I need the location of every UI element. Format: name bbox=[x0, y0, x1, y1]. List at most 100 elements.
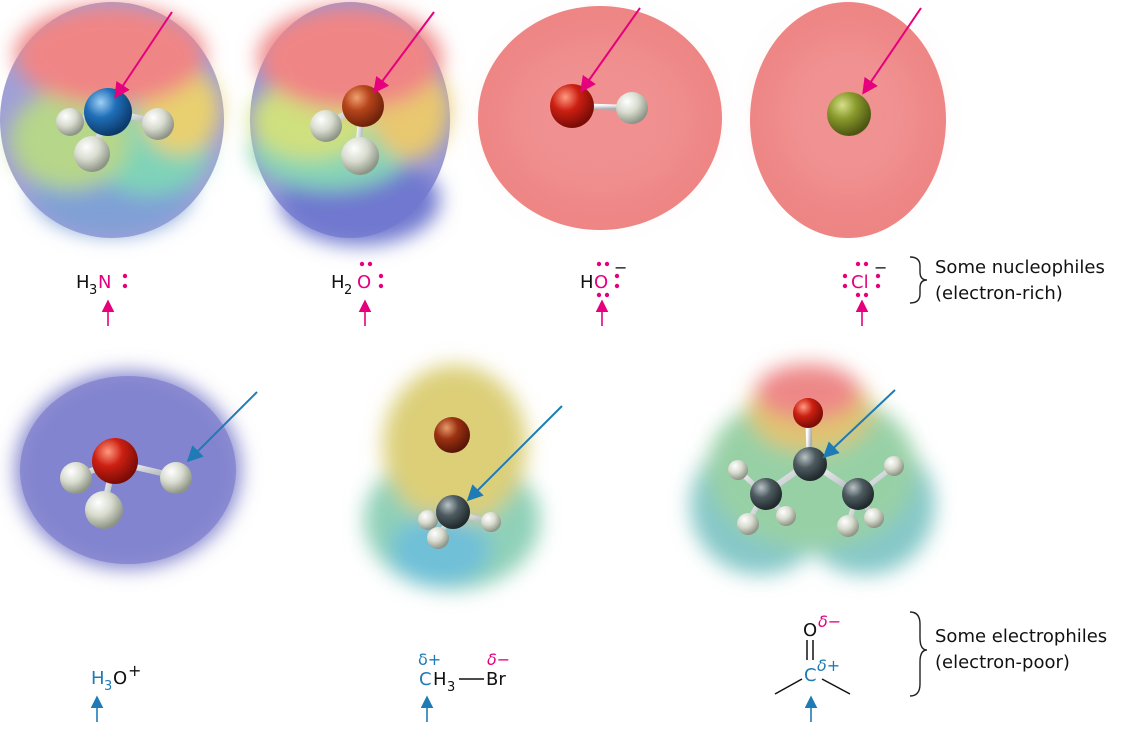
oxygen-atom bbox=[550, 84, 594, 128]
electrophiles-title: Some electrophiles bbox=[935, 626, 1108, 647]
hydroxide-potential-map bbox=[478, 6, 722, 230]
hydrogen-atom bbox=[776, 506, 796, 526]
nucleophiles-subtitle: (electron-rich) bbox=[935, 283, 1063, 304]
acetone-potential-map bbox=[690, 364, 935, 575]
formula-water: H 2 O bbox=[331, 261, 384, 326]
formula-text: H bbox=[331, 272, 345, 293]
hydrogen-atom bbox=[160, 462, 192, 494]
formula-atom: C bbox=[804, 665, 817, 686]
pointer-arrow bbox=[114, 11, 173, 99]
hydrogen-atom bbox=[341, 137, 379, 175]
lone-pair-dot bbox=[855, 261, 861, 267]
electrophiles-subtitle: (electron-poor) bbox=[935, 652, 1070, 673]
single-bond bbox=[774, 678, 803, 695]
oxygen-atom bbox=[342, 85, 384, 127]
carbon-atom bbox=[842, 478, 874, 510]
bromomethane-potential-map bbox=[364, 365, 540, 590]
formula-text: H bbox=[433, 669, 447, 690]
formula-atom: C bbox=[419, 669, 432, 690]
lone-pair-dot bbox=[604, 292, 610, 298]
hydrogen-atom bbox=[418, 510, 438, 530]
formula-subscript: 3 bbox=[104, 679, 112, 694]
hydrogen-atom bbox=[427, 527, 449, 549]
formula-hydroxide: H O − bbox=[580, 258, 627, 326]
lone-pair-dot bbox=[604, 261, 610, 267]
formula-charge: + bbox=[128, 661, 141, 680]
oxygen-atom bbox=[92, 438, 138, 484]
group-brace bbox=[909, 611, 928, 697]
formula-hydronium: H 3 O + bbox=[90, 661, 141, 722]
lone-pair-dot bbox=[842, 283, 848, 289]
formula-ammonia: H 3 N bbox=[76, 272, 128, 326]
partial-negative-label: δ− bbox=[818, 612, 841, 631]
lone-pair-dot bbox=[863, 261, 869, 267]
formula-atom: O bbox=[113, 668, 127, 689]
partial-positive-label: δ+ bbox=[817, 656, 840, 675]
pointer-arrow bbox=[580, 7, 641, 93]
formula-atom: O bbox=[357, 272, 371, 293]
formula-subscript: 2 bbox=[344, 283, 352, 298]
lone-pair-dot bbox=[842, 273, 848, 279]
ammonia-potential-map bbox=[0, 2, 224, 238]
nitrogen-atom bbox=[84, 88, 132, 136]
formula-charge: − bbox=[614, 258, 627, 277]
pointer-arrow bbox=[373, 11, 435, 94]
lone-pair-dot bbox=[367, 261, 373, 267]
hydrogen-atom bbox=[864, 508, 884, 528]
pointer-arrow bbox=[862, 7, 922, 95]
hydrogen-atom bbox=[616, 92, 648, 124]
oxygen-atom bbox=[793, 398, 823, 428]
bromine-atom bbox=[434, 417, 470, 453]
hydrogen-atom bbox=[60, 462, 92, 494]
hydrogen-atom bbox=[837, 515, 859, 537]
formula-atom: Cl bbox=[851, 272, 869, 293]
electrophiles-label: Some electrophiles (electron-poor) bbox=[935, 624, 1107, 676]
carbon-atom bbox=[750, 478, 782, 510]
lone-pair-dot bbox=[122, 273, 128, 279]
lone-pair-dot bbox=[863, 292, 869, 298]
formula-atom: Br bbox=[486, 669, 506, 690]
water-potential-map bbox=[250, 2, 450, 245]
carbon-atom bbox=[436, 495, 470, 529]
hydrogen-atom bbox=[310, 110, 342, 142]
pointer-arrow bbox=[466, 405, 563, 502]
hydrogen-atom bbox=[728, 460, 748, 480]
formula-charge: − bbox=[874, 258, 887, 277]
group-brace bbox=[909, 256, 928, 304]
chlorine-atom bbox=[827, 92, 871, 136]
lone-pair-dot bbox=[614, 283, 620, 289]
formula-acetone: O δ− C δ+ bbox=[774, 612, 851, 722]
formula-subscript: 3 bbox=[89, 283, 97, 298]
lone-pair-dot bbox=[122, 283, 128, 289]
formula-atom: O bbox=[594, 272, 608, 293]
lone-pair-dot bbox=[378, 273, 384, 279]
chloride-potential-map bbox=[750, 2, 946, 238]
partial-positive-label: δ+ bbox=[418, 650, 441, 669]
pointer-arrow bbox=[186, 391, 258, 463]
hydrogen-atom bbox=[884, 456, 904, 476]
formula-text: H bbox=[91, 668, 105, 689]
formula-atom: N bbox=[98, 272, 111, 293]
hydrogen-atom bbox=[481, 512, 501, 532]
hydrogen-atom bbox=[737, 513, 759, 535]
formula-bromomethane: δ+ δ− C H 3 Br bbox=[418, 650, 510, 722]
lone-pair-dot bbox=[614, 273, 620, 279]
lone-pair-dot bbox=[875, 273, 881, 279]
hydronium-potential-map bbox=[16, 372, 240, 568]
lone-pair-dot bbox=[875, 283, 881, 289]
formula-text: H bbox=[76, 272, 90, 293]
formula-atom: O bbox=[803, 620, 817, 641]
lone-pair-dot bbox=[378, 283, 384, 289]
carbon-atom bbox=[793, 447, 827, 481]
nucleophiles-title: Some nucleophiles bbox=[935, 257, 1105, 278]
formula-text: H bbox=[580, 272, 594, 293]
hydrogen-atom bbox=[142, 108, 174, 140]
nucleophiles-label: Some nucleophiles (electron-rich) bbox=[935, 255, 1105, 307]
single-bond bbox=[821, 678, 851, 695]
hydrogen-atom bbox=[74, 136, 110, 172]
pointer-arrow bbox=[822, 389, 896, 459]
partial-negative-label: δ− bbox=[487, 650, 510, 669]
lone-pair-dot bbox=[855, 292, 861, 298]
